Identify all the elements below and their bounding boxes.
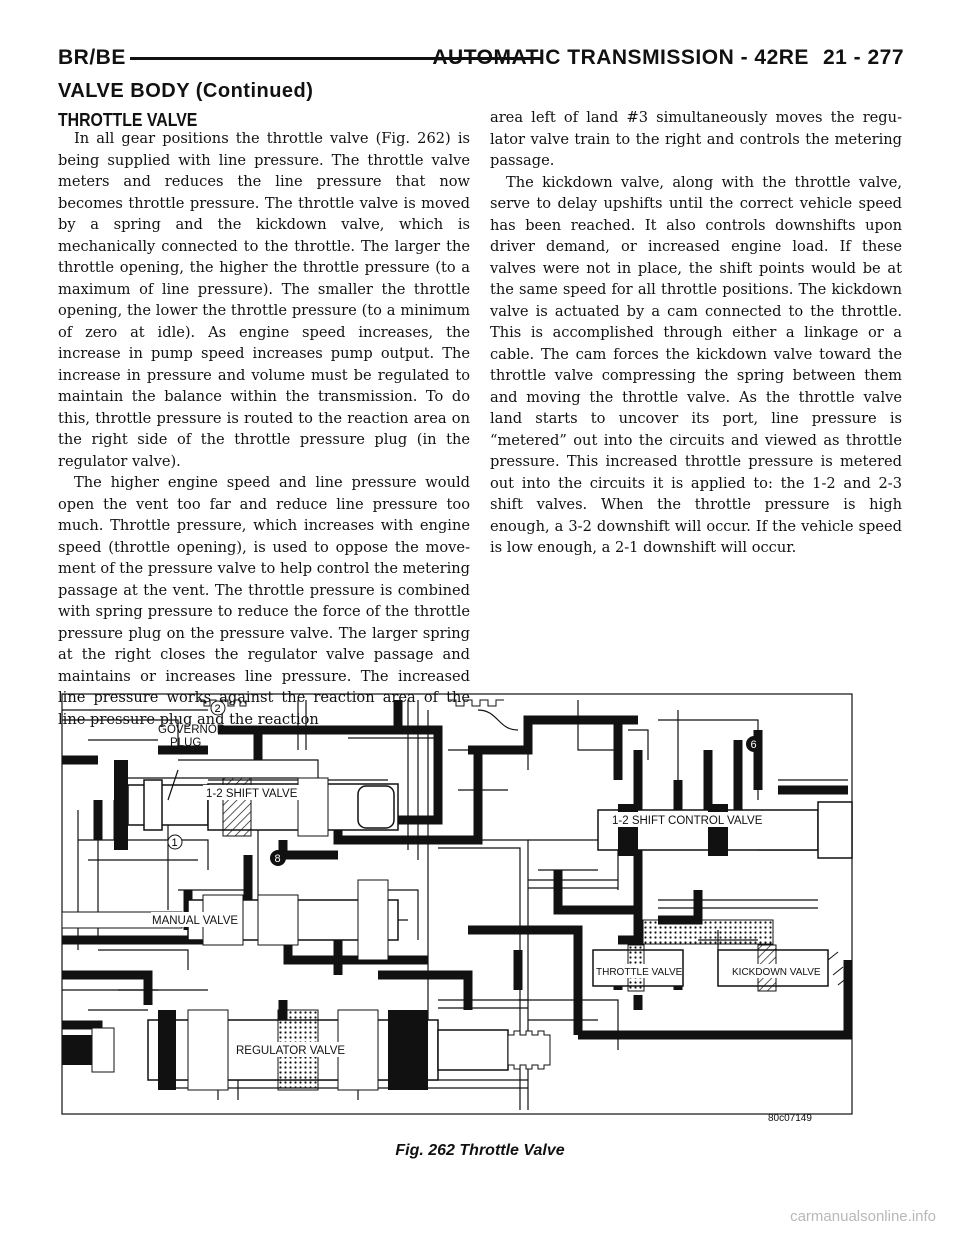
throttle-kickdown-valves: [592, 919, 849, 992]
marker-2: 2: [215, 703, 221, 715]
header-chapter: AUTOMATIC TRANSMISSION - 42RE 21 - 277: [432, 46, 904, 70]
paragraph-1: In all gear positions the throttle valve…: [58, 130, 470, 470]
label-throttle-valve: THROTTLE VALVE: [596, 967, 683, 978]
header-page-number: 21 - 277: [822, 46, 904, 69]
figure-code: 80c07149: [768, 1113, 812, 1124]
header-rule: [130, 57, 542, 60]
label-shift-valve-12: 1-2 SHIFT VALVE: [206, 788, 298, 800]
label-governor-line1: GOVERNOR: [158, 724, 225, 736]
label-governor-line2: PLUG: [170, 737, 201, 749]
section-title: VALVE BODY (Continued): [58, 80, 314, 102]
marker-8: 8: [275, 853, 281, 865]
paragraph-2: The higher engine speed and line pressur…: [58, 474, 470, 728]
header-chapter-title: AUTOMATIC TRANSMISSION - 42RE: [432, 46, 809, 69]
marker-6: 6: [751, 739, 757, 751]
paragraph-4: The kickdown valve, along with the throt…: [490, 173, 902, 557]
left-column: In all gear positions the throttle valve…: [58, 128, 470, 730]
diagram-svg: GOVERNOR PLUG 1-2 SHIFT VALVE MANUAL VAL…: [61, 693, 853, 1115]
page-header: BR/BE AUTOMATIC TRANSMISSION - 42RE 21 - …: [58, 44, 904, 74]
footer-watermark: carmanualsonline.info: [790, 1208, 936, 1225]
hydraulic-diagram: GOVERNOR PLUG 1-2 SHIFT VALVE MANUAL VAL…: [58, 690, 864, 1138]
label-kickdown-valve: KICKDOWN VALVE: [732, 967, 821, 978]
paragraph-3: area left of land #3 simultaneously move…: [490, 109, 902, 169]
shift-control-valve: [597, 801, 853, 859]
label-shift-control-valve: 1-2 SHIFT CONTROL VALVE: [612, 815, 763, 827]
header-model: BR/BE: [58, 46, 126, 69]
label-regulator-valve: REGULATOR VALVE: [236, 1045, 345, 1057]
right-column: area left of land #3 simultaneously move…: [490, 107, 902, 559]
figure-caption: Fig. 262 Throttle Valve: [395, 1142, 565, 1159]
marker-1: 1: [172, 837, 178, 849]
label-manual-valve: MANUAL VALVE: [152, 915, 238, 927]
subhead-throttle-valve: THROTTLE VALVE: [58, 110, 198, 130]
